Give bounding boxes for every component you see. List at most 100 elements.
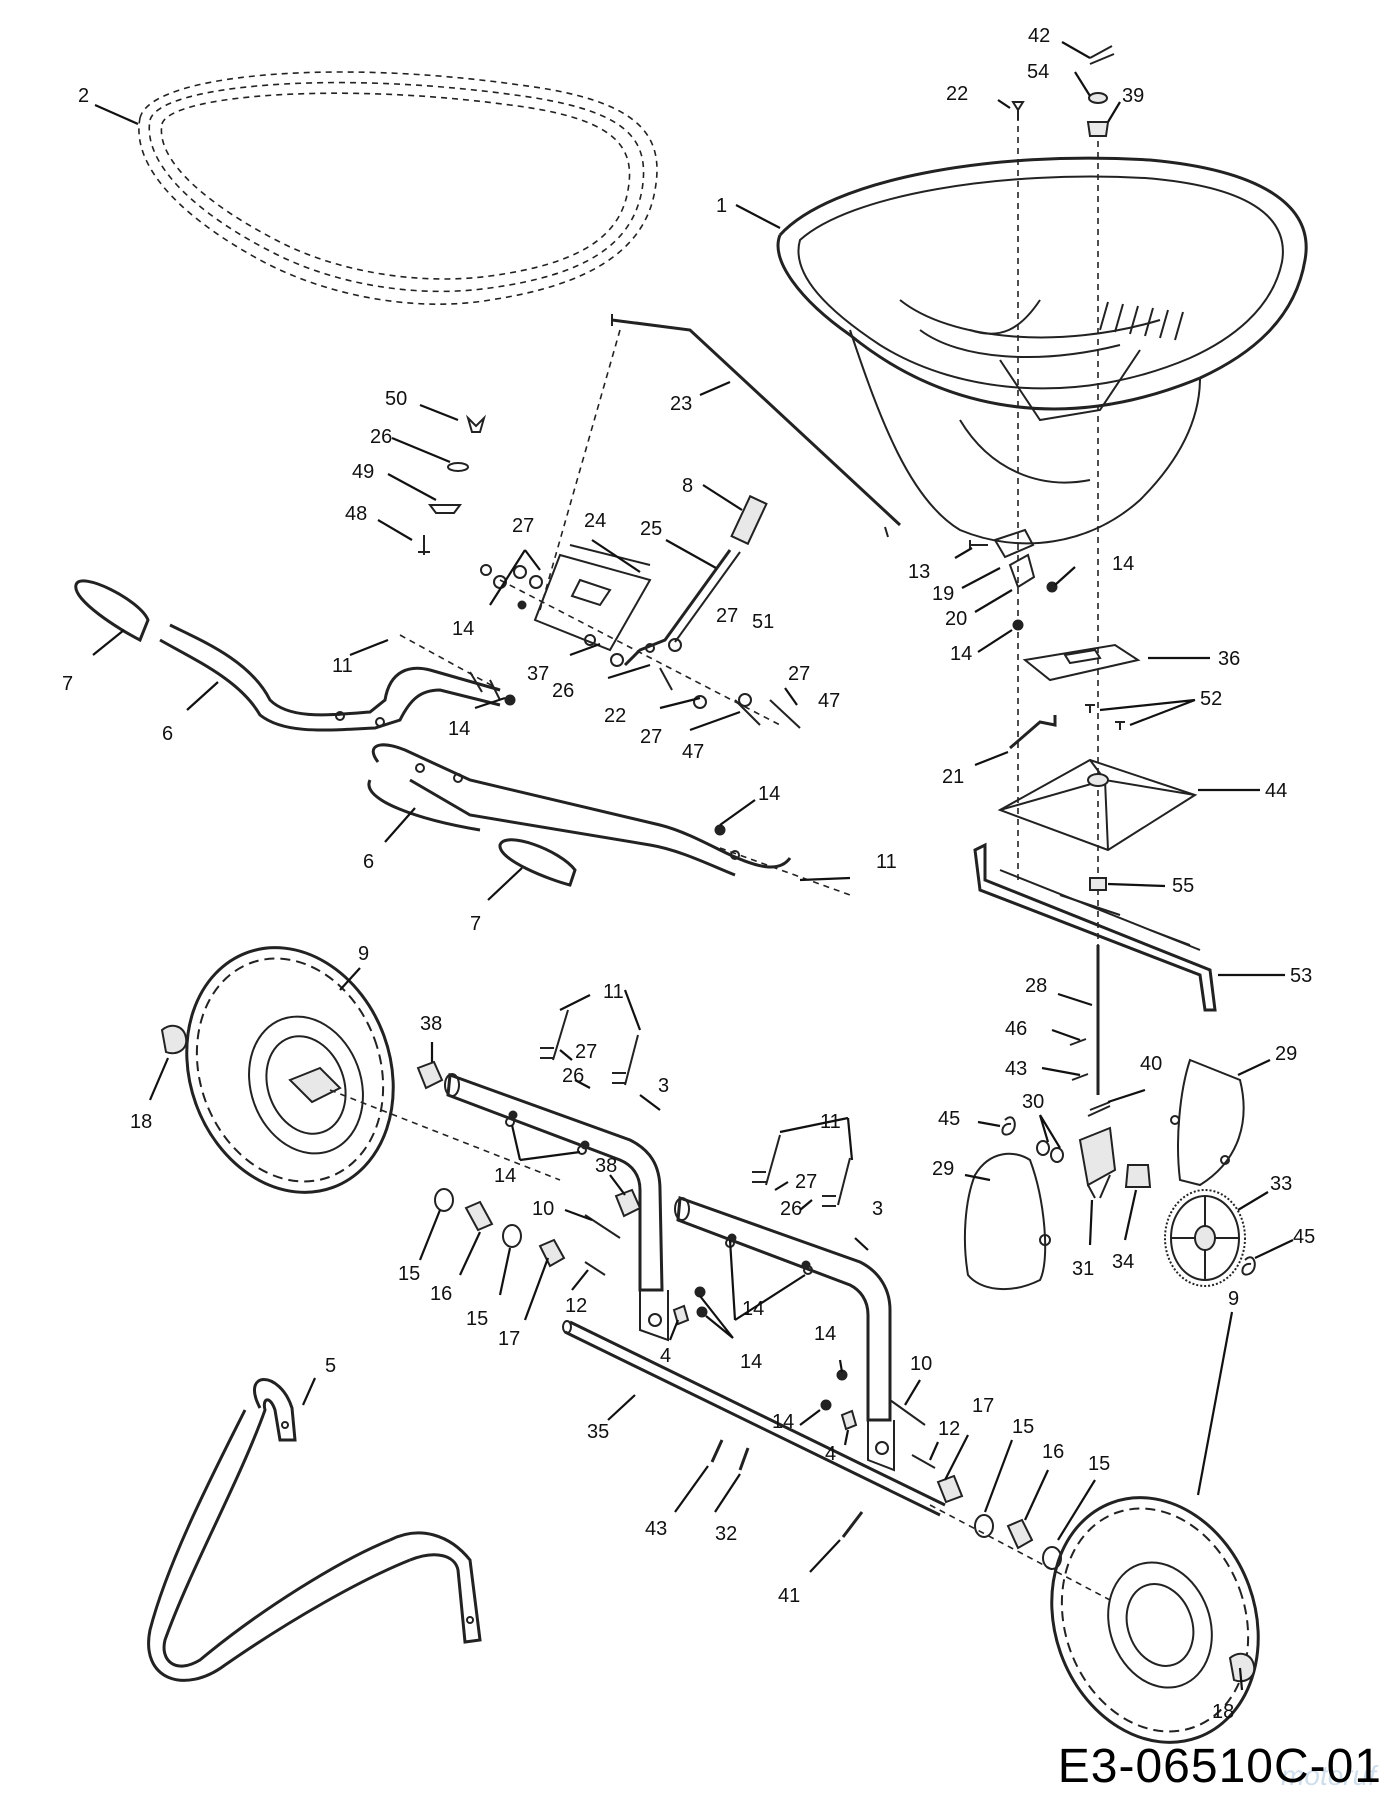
- callout-c35: 35: [587, 1421, 609, 1443]
- diagram-code: E3-06510C-01: [1057, 1740, 1382, 1793]
- callout-c53: 53: [1290, 965, 1312, 987]
- callout-c11d: 11: [820, 1111, 841, 1133]
- part-10-bolt-right: [889, 1399, 926, 1426]
- part-12-bolt-right: [911, 1454, 936, 1469]
- callout-c16a: 16: [430, 1283, 452, 1305]
- part-12-bolt-left: [584, 1261, 606, 1276]
- part-29-cover-left: [963, 1152, 1051, 1291]
- part-4-spacer-right: [840, 1409, 858, 1431]
- callout-c19: 19: [932, 583, 954, 605]
- callout-c14f: 14: [494, 1165, 516, 1187]
- part-34-pinion: [1124, 1164, 1152, 1188]
- callout-c38a: 38: [420, 1013, 442, 1035]
- callout-c14h: 14: [742, 1298, 764, 1320]
- callout-c14b: 14: [448, 718, 470, 740]
- part-55-bushing: [1089, 877, 1107, 891]
- right-axle-line: [929, 1504, 1111, 1601]
- part-32-pin: [738, 1447, 750, 1471]
- callout-c10a: 10: [532, 1198, 554, 1220]
- callout-c43b: 43: [645, 1518, 667, 1540]
- part-40-clip: [1087, 1101, 1111, 1117]
- callout-c39: 39: [1122, 85, 1144, 107]
- callout-c43a: 43: [1005, 1058, 1027, 1080]
- callout-c26c: 26: [562, 1065, 584, 1087]
- callout-c26a: 26: [370, 426, 392, 448]
- part-9-wheel-right: [1050, 1496, 1260, 1744]
- callout-c9b: 9: [1228, 1288, 1239, 1310]
- part-2-cover: [138, 71, 658, 305]
- knob-stack: [418, 414, 487, 555]
- part-38-cap-upper: [416, 1060, 444, 1090]
- callout-c16b: 16: [1042, 1441, 1064, 1463]
- callout-c6a: 6: [162, 723, 173, 745]
- callout-c32: 32: [715, 1523, 737, 1545]
- part-8-grip: [730, 494, 768, 546]
- callout-c47a: 47: [818, 690, 840, 712]
- part-53-frame: [973, 842, 1217, 1012]
- callout-c11a: 11: [332, 655, 353, 677]
- callout-labels: 1 2 3 3 4 4 5 6 6 7 7 8 9 9 10 10 11 11 …: [62, 25, 1315, 1723]
- callout-c29b: 29: [932, 1158, 954, 1180]
- left-axle-line: [329, 1089, 561, 1181]
- leader-lines: [92, 41, 1294, 1691]
- callout-c1: 1: [716, 195, 727, 217]
- callout-c55: 55: [1172, 875, 1194, 897]
- part-30-washers: [1036, 1140, 1064, 1163]
- left-leg-bolts: [540, 1009, 639, 1086]
- part-18-cap-left: [160, 1024, 188, 1055]
- part-4-spacer-left: [672, 1304, 690, 1326]
- callout-c15d: 15: [1088, 1453, 1110, 1475]
- callout-c28: 28: [1025, 975, 1047, 997]
- callout-c41: 41: [778, 1585, 800, 1607]
- callout-c44: 44: [1265, 780, 1287, 802]
- callout-c13: 13: [908, 561, 930, 583]
- callout-c12a: 12: [565, 1295, 587, 1317]
- part-31-gearbox: [1078, 1126, 1117, 1199]
- callout-c27c: 27: [788, 663, 810, 685]
- callout-c50: 50: [385, 388, 407, 410]
- callout-c20: 20: [945, 608, 967, 630]
- right-axle-hardware: [936, 1474, 1062, 1570]
- callout-c8: 8: [682, 475, 693, 497]
- watermark: motoruf: [1281, 1760, 1376, 1791]
- left-nuts: [508, 1110, 708, 1318]
- callout-c30: 30: [1022, 1091, 1044, 1113]
- callout-c23: 23: [670, 393, 692, 415]
- callout-c10b: 10: [910, 1353, 932, 1375]
- callout-c37: 37: [527, 663, 549, 685]
- part-25-lever: [623, 549, 741, 667]
- callout-c45b: 45: [1293, 1226, 1315, 1248]
- callout-c33: 33: [1270, 1173, 1292, 1195]
- callout-c6b: 6: [363, 851, 374, 873]
- callout-c11b: 11: [876, 851, 897, 873]
- callout-c51: 51: [752, 611, 774, 633]
- callout-c40: 40: [1140, 1053, 1162, 1075]
- callout-c2: 2: [78, 85, 89, 107]
- part-43-pin-axle: [710, 1439, 724, 1463]
- callout-c34: 34: [1112, 1251, 1134, 1273]
- callout-c7b: 7: [470, 913, 481, 935]
- callout-c14c: 14: [1112, 553, 1134, 575]
- callout-c14i: 14: [814, 1323, 836, 1345]
- callout-c45a: 45: [938, 1108, 960, 1130]
- left-axle-hardware: [434, 1188, 566, 1268]
- part-41-pin: [841, 1511, 864, 1538]
- callout-c36: 36: [1218, 648, 1240, 670]
- callout-c14e: 14: [758, 783, 780, 805]
- callout-c15c: 15: [1012, 1416, 1034, 1438]
- lever-hardware: [480, 564, 801, 729]
- part-33-gear: [1164, 1189, 1246, 1287]
- part-45-clip-upper: [1001, 1116, 1016, 1136]
- callout-c14a: 14: [452, 618, 474, 640]
- part-3-leg-right: [674, 1195, 895, 1472]
- part-18-cap-right: [1228, 1652, 1256, 1683]
- part-35-axle: [562, 1320, 946, 1517]
- part-52-screws: [1085, 704, 1125, 730]
- rod-guide-line: [539, 329, 621, 611]
- callout-c47b: 47: [682, 741, 704, 763]
- callout-c18a: 18: [130, 1111, 152, 1133]
- callout-c11c: 11: [603, 981, 624, 1003]
- callout-c17b: 17: [972, 1395, 994, 1417]
- part-38-cap-lower: [614, 1188, 642, 1218]
